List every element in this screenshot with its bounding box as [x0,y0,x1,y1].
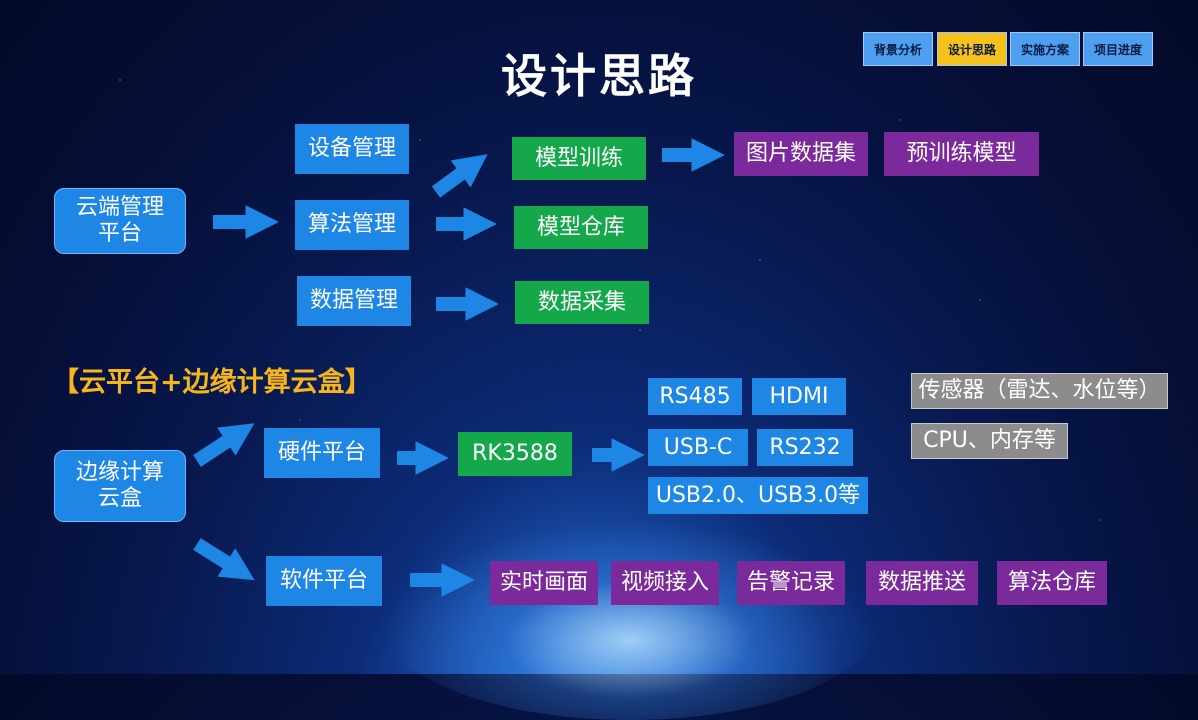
cpu-memory[interactable]: CPU、内存等 [911,423,1068,459]
interface-usbc[interactable]: USB-C [648,429,748,466]
image-dataset[interactable]: 图片数据集 [734,132,868,176]
interface-rs485[interactable]: RS485 [648,378,742,415]
hardware-platform[interactable]: 硬件平台 [264,428,380,478]
software-platform[interactable]: 软件平台 [266,556,382,606]
device-management[interactable]: 设备管理 [295,124,409,174]
edge-computing-box[interactable]: 边缘计算 云盒 [54,450,186,522]
data-collection[interactable]: 数据采集 [515,281,649,324]
interface-rs232[interactable]: RS232 [757,429,853,466]
arrow-device-train [431,154,488,198]
page-title: 设计思路 [501,49,697,103]
sensor-list[interactable]: 传感器（雷达、水位等） [911,373,1168,409]
data-management[interactable]: 数据管理 [297,276,411,326]
arrow-edge-sw [193,538,255,581]
arrows-layer [193,138,725,597]
tab-progress[interactable]: 项目进度 [1083,32,1153,66]
tab-design-idea[interactable]: 设计思路 [937,32,1007,66]
rk3588-chip[interactable]: RK3588 [458,432,572,476]
cloud-management-platform[interactable]: 云端管理 平台 [54,188,186,254]
feature-data-push[interactable]: 数据推送 [866,561,978,605]
feature-alarm-log[interactable]: 告警记录 [737,561,845,605]
model-training[interactable]: 模型训练 [512,137,646,180]
tab-background-analysis[interactable]: 背景分析 [863,32,933,66]
tab-implementation[interactable]: 实施方案 [1010,32,1080,66]
interface-hdmi[interactable]: HDMI [752,378,846,415]
feature-algorithm-repo[interactable]: 算法仓库 [997,561,1107,605]
feature-video-input[interactable]: 视频接入 [611,561,719,605]
pretrained-model[interactable]: 预训练模型 [884,132,1039,176]
section-subtitle: 【云平台+边缘计算云盒】 [52,367,372,398]
algorithm-management[interactable]: 算法管理 [295,200,409,250]
feature-realtime-view[interactable]: 实时画面 [490,561,598,605]
model-repository[interactable]: 模型仓库 [514,206,648,249]
interface-usb[interactable]: USB2.0、USB3.0等 [648,477,868,514]
arrow-edge-hw [193,423,255,467]
